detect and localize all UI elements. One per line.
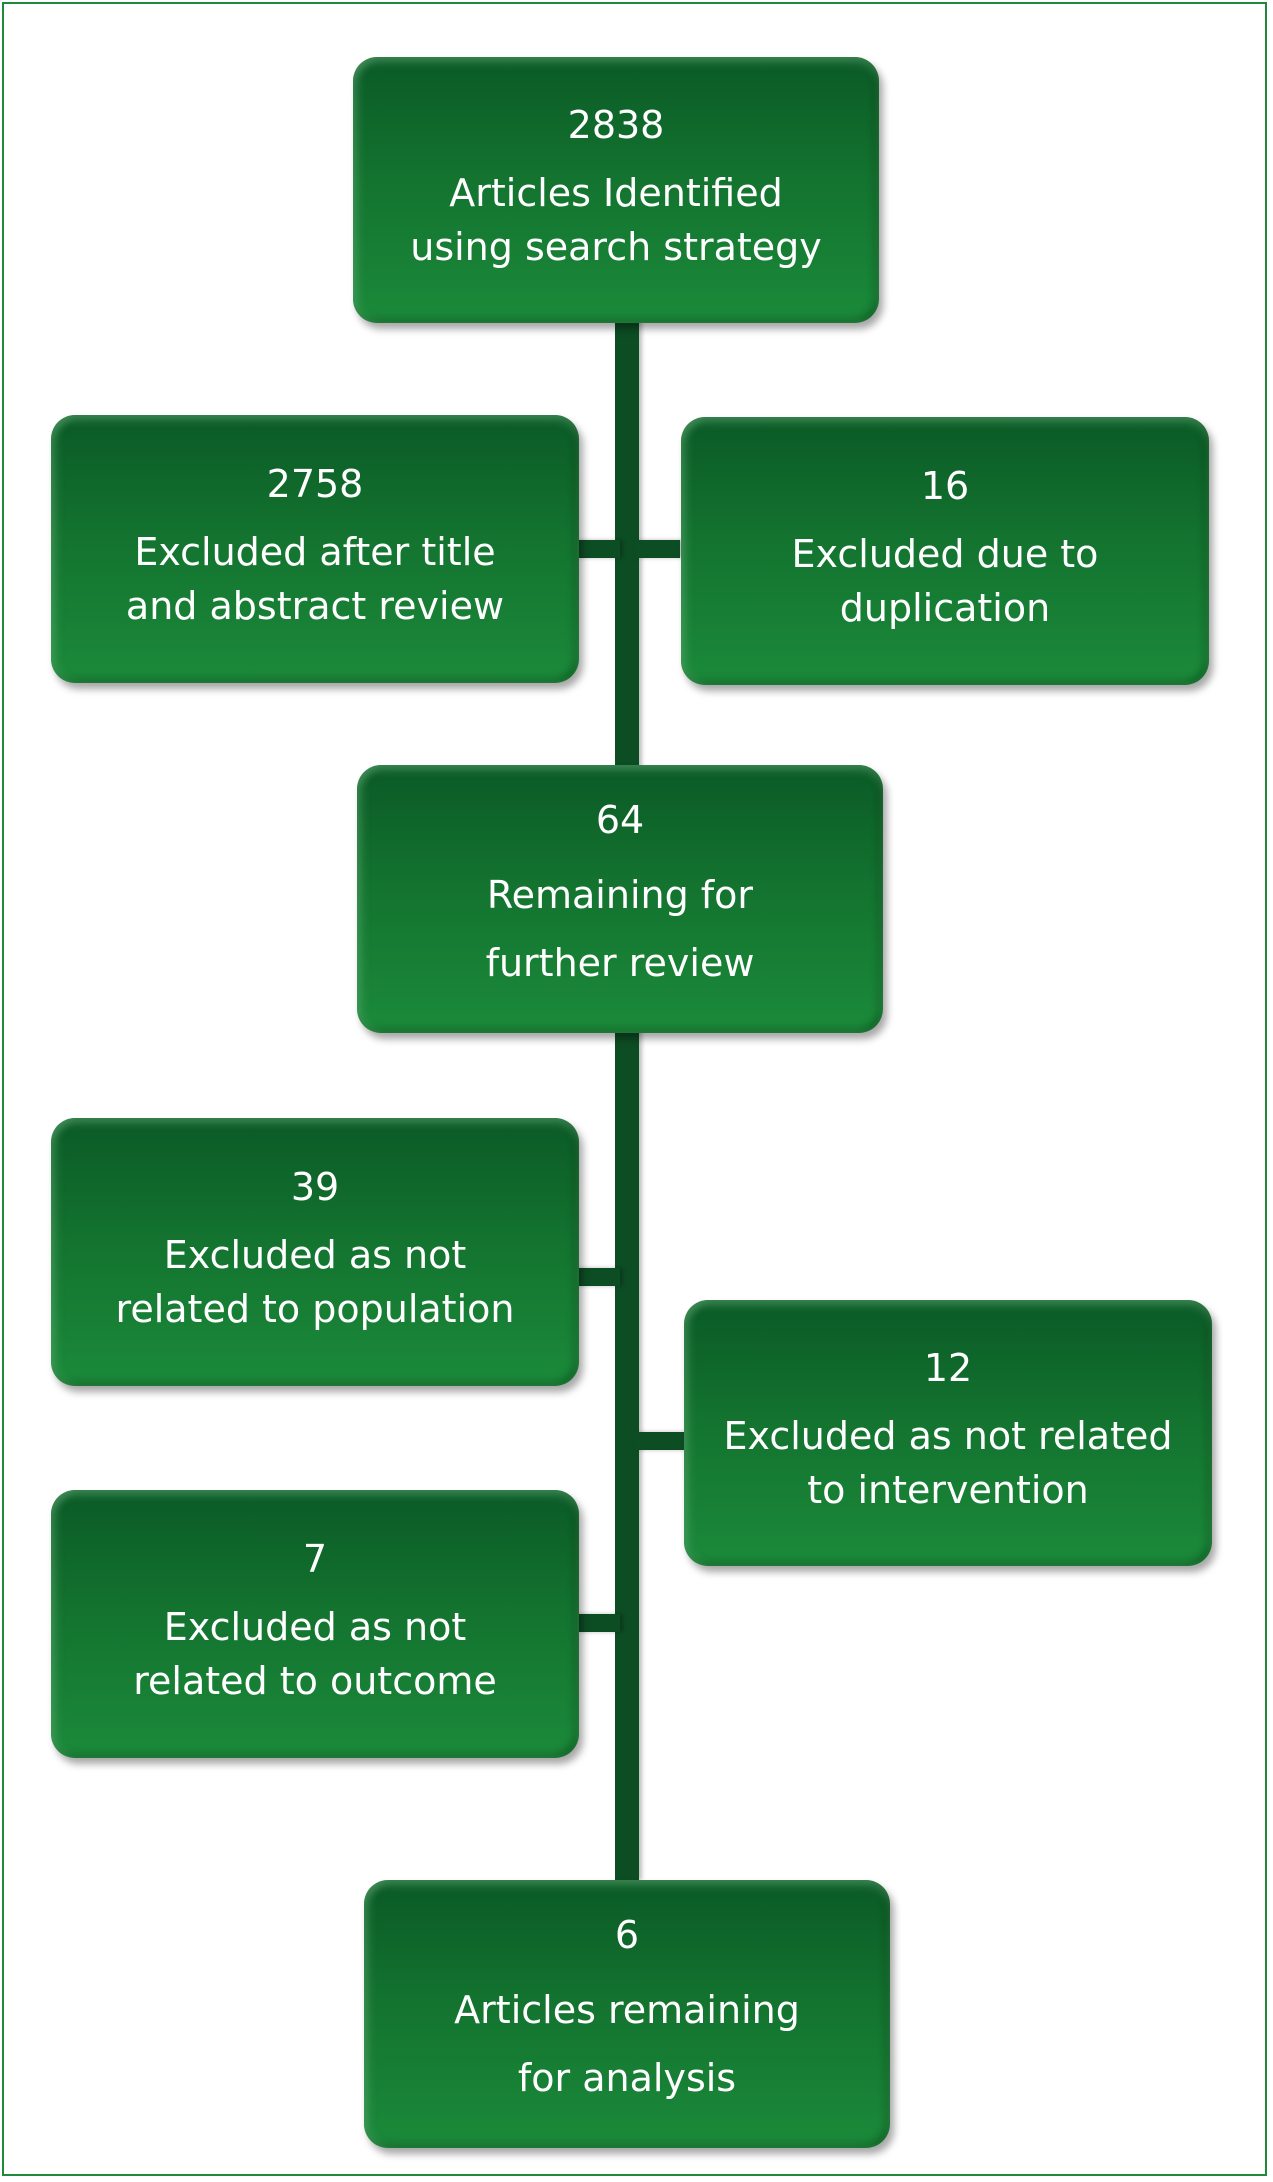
excluded-duplication-count: 16 [920, 464, 970, 508]
connector-to-excluded-duplication [635, 540, 680, 558]
excluded-outcome-label: Excluded as not related to outcome [133, 1605, 497, 1703]
box-articles-remaining-analysis: 6 Articles remaining for analysis [364, 1880, 890, 2148]
excluded-title-abstract-count: 2758 [266, 462, 364, 506]
box-excluded-title-abstract: 2758 Excluded after title and abstract r… [51, 415, 579, 683]
box-excluded-population: 39 Excluded as not related to population [51, 1118, 579, 1386]
excluded-population-count: 39 [290, 1165, 340, 1209]
excluded-intervention-label: Excluded as not related to intervention [723, 1414, 1173, 1512]
articles-remaining-analysis-label: Articles remaining for analysis [454, 1988, 800, 2100]
connector-to-excluded-population [575, 1268, 620, 1286]
box-excluded-intervention: 12 Excluded as not related to interventi… [684, 1300, 1212, 1566]
articles-identified-count: 2838 [567, 103, 665, 147]
excluded-intervention-count: 12 [923, 1346, 973, 1390]
remaining-further-review-count: 64 [595, 798, 645, 842]
box-articles-identified: 2838 Articles Identified using search st… [353, 57, 879, 323]
box-excluded-outcome: 7 Excluded as not related to outcome [51, 1490, 579, 1758]
connector-to-excluded-title-abstract [575, 540, 620, 558]
connector-to-excluded-outcome [575, 1614, 620, 1632]
articles-identified-label: Articles Identified using search strateg… [410, 171, 822, 269]
remaining-further-review-label: Remaining for further review [485, 873, 755, 985]
articles-remaining-analysis-count: 6 [614, 1913, 640, 1957]
excluded-population-label: Excluded as not related to population [115, 1233, 515, 1331]
excluded-duplication-label: Excluded due to duplication [791, 532, 1099, 630]
box-remaining-further-review: 64 Remaining for further review [357, 765, 883, 1033]
connector-to-excluded-intervention [635, 1432, 685, 1450]
box-excluded-duplication: 16 Excluded due to duplication [681, 417, 1209, 685]
excluded-title-abstract-label: Excluded after title and abstract review [125, 530, 505, 628]
excluded-outcome-count: 7 [302, 1537, 328, 1581]
